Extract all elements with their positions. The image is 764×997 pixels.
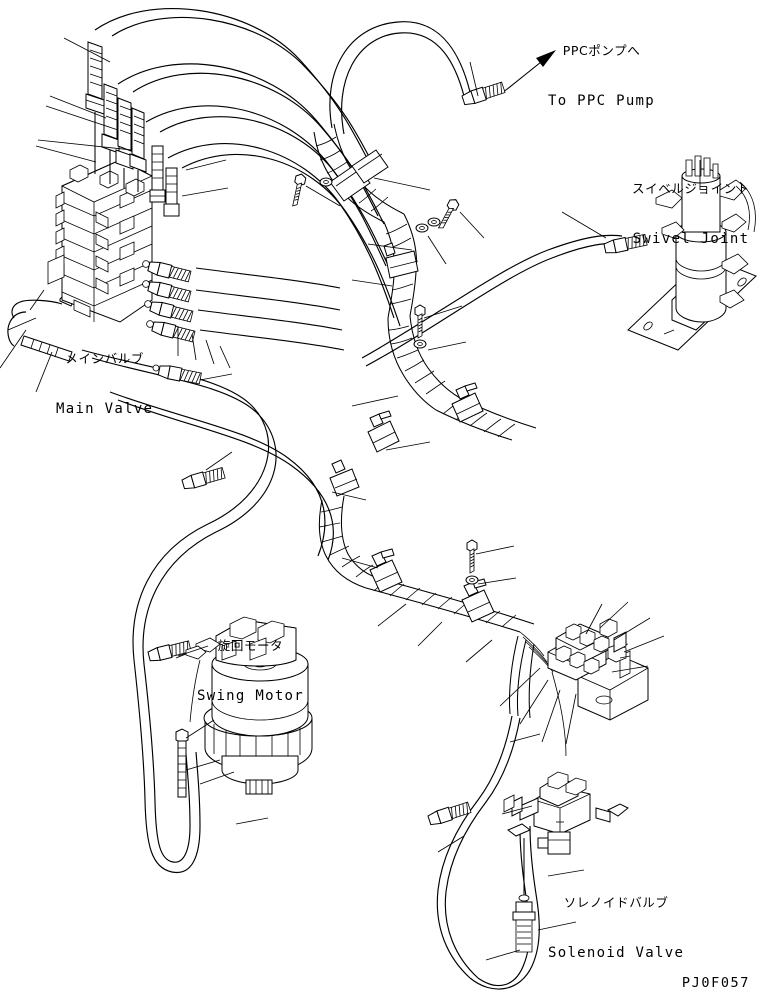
- solenoid-valve-assembly: [503, 771, 629, 953]
- drawing-part-number: PJ0F057: [681, 975, 750, 991]
- label-swivel-joint: スイベルジョイント Swivel Joint: [632, 146, 750, 283]
- label-main-valve-en: Main Valve: [56, 400, 154, 417]
- label-swing-motor-en: Swing Motor: [197, 687, 305, 704]
- leader-lines: [0, 37, 701, 961]
- label-swing-motor: 旋回モータ Swing Motor: [197, 603, 304, 740]
- label-swing-motor-jp: 旋回モータ: [217, 637, 284, 653]
- label-main-valve: メインバルブ Main Valve: [56, 316, 153, 453]
- label-solenoid-valve-jp: ソレノイドバルブ: [563, 894, 669, 910]
- hose-harness-bundle: [313, 123, 537, 633]
- label-solenoid-valve: ソレノイドバルブ Solenoid Valve: [548, 860, 684, 997]
- valve-port-fittings: [85, 41, 180, 217]
- hose-coupling: [157, 363, 203, 386]
- hose-coupling: [180, 466, 226, 492]
- label-swivel-joint-jp: スイベルジョイント: [632, 180, 750, 196]
- label-swivel-joint-en: Swivel Joint: [632, 230, 750, 247]
- hardware-items: [289, 172, 479, 585]
- label-main-valve-jp: メインバルブ: [65, 350, 144, 366]
- main-valve-block: [47, 159, 153, 323]
- connector-block: [547, 618, 649, 721]
- hex-bolt: [175, 728, 189, 798]
- label-solenoid-valve-en: Solenoid Valve: [548, 944, 685, 961]
- hose-coupling: [426, 800, 472, 827]
- ppc-pump-arrow: [505, 50, 556, 91]
- label-to-ppc-pump-en: To PPC Pump: [548, 92, 656, 109]
- hose-coupling: [147, 639, 192, 664]
- label-to-ppc-pump-jp: PPCポンプへ: [562, 42, 641, 58]
- label-to-ppc-pump: PPCポンプへ To PPC Pump: [548, 8, 655, 145]
- swing-motor-assembly: [175, 616, 313, 795]
- valve-outlet-couplings: [142, 259, 345, 351]
- swivel-joint-assembly: [627, 155, 757, 351]
